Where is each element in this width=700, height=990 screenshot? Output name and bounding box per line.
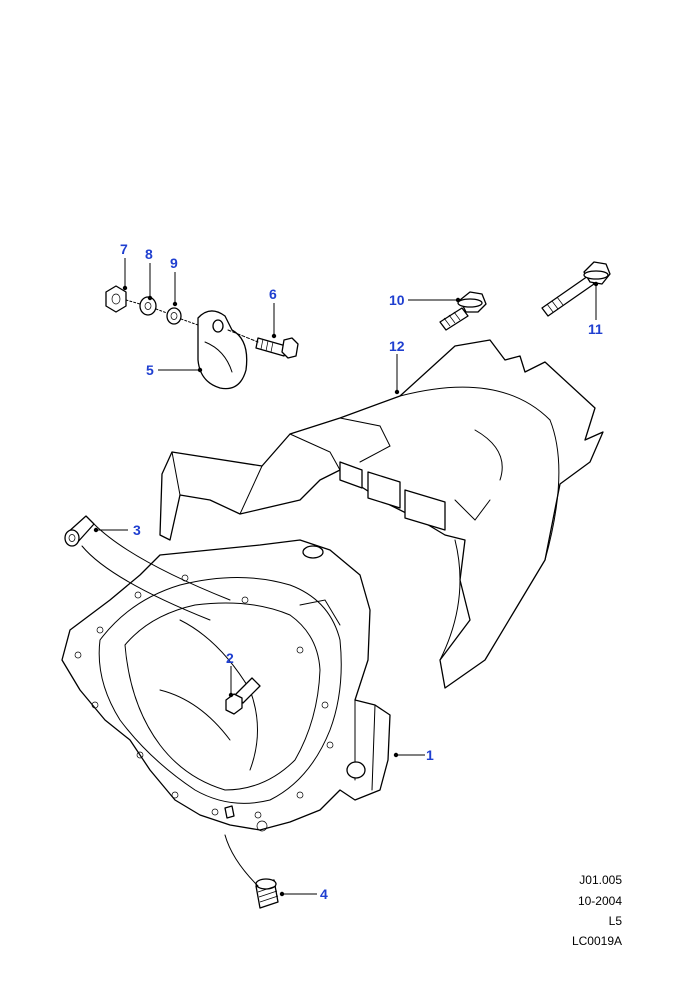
callout-12: 12: [389, 338, 405, 354]
callout-10: 10: [389, 292, 405, 308]
bell-housing-part-1: [61, 539, 391, 832]
flange-bolt-part-10: [439, 291, 487, 331]
callout-4: 4: [320, 886, 328, 902]
plug-part-4: [224, 834, 279, 909]
leader-lines: [93, 258, 599, 897]
heat-shield-part-12: [159, 339, 604, 689]
clip-part-5: [197, 310, 248, 390]
nut-part-7: [105, 285, 127, 313]
callout-5: 5: [146, 362, 154, 378]
housing-bolt-holes: [74, 574, 334, 832]
reference-drawing-id: LC0019A: [571, 934, 622, 948]
callout-6: 6: [269, 286, 277, 302]
bolt-part-6: [227, 329, 299, 359]
callout-1: 1: [426, 747, 434, 763]
long-bolt-part-11: [541, 261, 611, 317]
callout-7: 7: [120, 241, 128, 257]
reference-code: J01.005: [579, 873, 622, 887]
callout-2: 2: [226, 650, 234, 666]
washer-part-9: [166, 307, 182, 325]
reference-variant: L5: [608, 914, 622, 928]
reference-date: 10-2004: [577, 894, 622, 908]
callout-11: 11: [588, 321, 603, 337]
sleeve-part-3: [64, 515, 231, 621]
callout-8: 8: [145, 246, 153, 262]
callout-9: 9: [170, 255, 178, 271]
washer-part-8: [139, 296, 157, 316]
callout-3: 3: [133, 522, 141, 538]
bolt-part-2: [225, 677, 261, 715]
